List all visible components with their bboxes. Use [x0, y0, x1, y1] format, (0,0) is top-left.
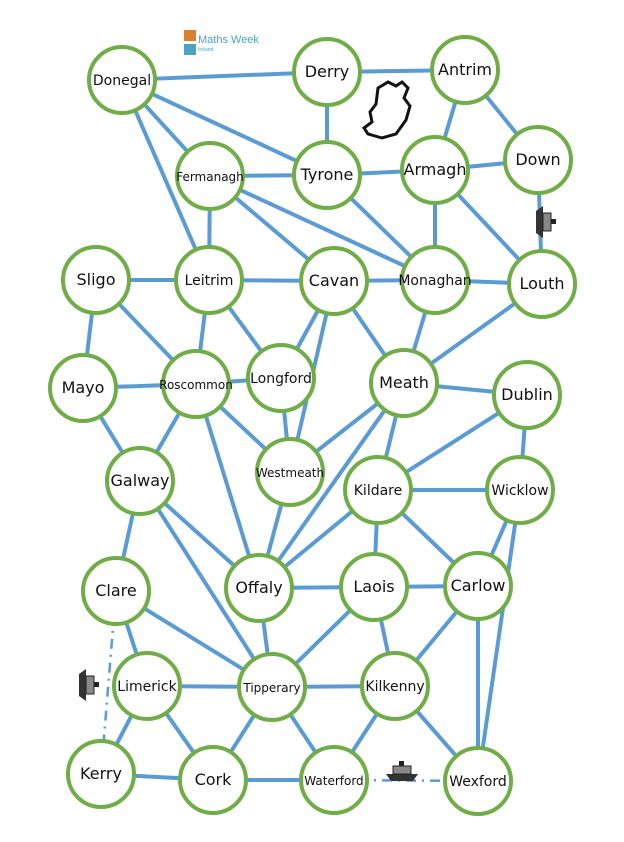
logo-subtext: Ireland: [198, 47, 214, 53]
ship-icon-clare-kerry: [79, 669, 99, 701]
county-node-monaghan[interactable]: Monaghan: [398, 245, 472, 315]
county-node-laois[interactable]: Laois: [339, 552, 409, 622]
county-node-kerry[interactable]: Kerry: [66, 739, 136, 809]
county-label: Limerick: [117, 679, 177, 695]
county-node-derry[interactable]: Derry: [292, 37, 362, 107]
county-label: Waterford: [304, 774, 363, 788]
county-label: Tyrone: [300, 165, 354, 184]
county-node-donegal[interactable]: Donegal: [87, 45, 157, 115]
county-label: Kildare: [354, 483, 403, 499]
county-node-down[interactable]: Down: [503, 125, 573, 195]
edge-fermanagh-monaghan: [209, 174, 436, 282]
county-node-tyrone[interactable]: Tyrone: [292, 140, 362, 210]
county-label: Kilkenny: [365, 679, 424, 695]
county-node-offaly[interactable]: Offaly: [224, 553, 294, 623]
county-node-dublin[interactable]: Dublin: [492, 360, 562, 430]
northern-ireland-outline-icon: [361, 80, 412, 140]
county-node-meath[interactable]: Meath: [369, 348, 439, 418]
edge-donegal-leitrim: [120, 79, 211, 281]
edge-meath-offaly: [257, 381, 406, 590]
county-label: Leitrim: [185, 273, 234, 289]
county-node-westmeath[interactable]: Westmeath: [255, 437, 325, 507]
county-node-tipperary[interactable]: Tipperary: [237, 652, 307, 722]
county-label: Carlow: [451, 576, 506, 595]
county-label: Laois: [353, 577, 394, 596]
county-node-wexford[interactable]: Wexford: [443, 746, 513, 816]
county-node-mayo[interactable]: Mayo: [48, 353, 118, 423]
edge-galway-tipperary: [138, 479, 274, 689]
county-label: Longford: [250, 371, 312, 387]
county-node-carlow[interactable]: Carlow: [443, 551, 513, 621]
county-label: Offaly: [235, 578, 282, 597]
logo-cube-icon: [184, 30, 196, 55]
county-node-kildare[interactable]: Kildare: [343, 455, 413, 525]
county-node-louth[interactable]: Louth: [507, 249, 577, 319]
county-node-cavan[interactable]: Cavan: [299, 246, 369, 316]
county-node-leitrim[interactable]: Leitrim: [174, 245, 244, 315]
county-node-cork[interactable]: Cork: [178, 745, 248, 815]
county-node-waterford[interactable]: Waterford: [299, 745, 369, 815]
county-label: Derry: [305, 62, 350, 81]
county-node-fermanagh[interactable]: Fermanagh: [175, 141, 245, 211]
county-label: Mayo: [62, 378, 105, 397]
county-label: Antrim: [438, 60, 492, 79]
county-label: Fermanagh: [176, 170, 244, 184]
county-label: Monaghan: [398, 273, 471, 289]
logo-text: Maths Week: [198, 34, 259, 46]
county-label: Westmeath: [256, 466, 324, 480]
county-node-sligo[interactable]: Sligo: [61, 245, 131, 315]
county-label: Cavan: [309, 271, 359, 290]
ship-icon-waterford-wexford: [386, 761, 418, 781]
county-label: Armagh: [404, 160, 467, 179]
county-label: Kerry: [80, 764, 122, 783]
county-node-armagh[interactable]: Armagh: [400, 135, 470, 205]
ship-icon-down-louth: [536, 206, 556, 238]
maths-week-logo: Maths Week Ireland: [166, 22, 266, 62]
county-label: Louth: [520, 274, 565, 293]
county-node-wicklow[interactable]: Wicklow: [485, 455, 555, 525]
county-label: Galway: [110, 471, 169, 490]
county-label: Meath: [379, 373, 429, 392]
county-label: Donegal: [93, 73, 151, 89]
edge-donegal-tyrone: [121, 78, 328, 177]
county-node-roscommon[interactable]: Roscommon: [159, 349, 233, 419]
county-label: Sligo: [77, 270, 116, 289]
county-label: Clare: [95, 581, 137, 600]
county-label: Wexford: [449, 774, 507, 790]
county-label: Tipperary: [242, 681, 300, 695]
county-node-limerick[interactable]: Limerick: [112, 651, 182, 721]
county-node-kilkenny[interactable]: Kilkenny: [360, 651, 430, 721]
county-label: Dublin: [501, 385, 553, 404]
county-node-clare[interactable]: Clare: [81, 556, 151, 626]
county-node-antrim[interactable]: Antrim: [430, 35, 500, 105]
edge-roscommon-offaly: [194, 383, 261, 589]
county-label: Wicklow: [491, 483, 548, 499]
county-node-galway[interactable]: Galway: [105, 446, 175, 516]
county-node-longford[interactable]: Longford: [246, 343, 316, 413]
county-label: Roscommon: [159, 378, 233, 392]
edge-wicklow-wexford: [476, 489, 522, 782]
county-label: Down: [515, 150, 560, 169]
county-label: Cork: [195, 770, 233, 789]
